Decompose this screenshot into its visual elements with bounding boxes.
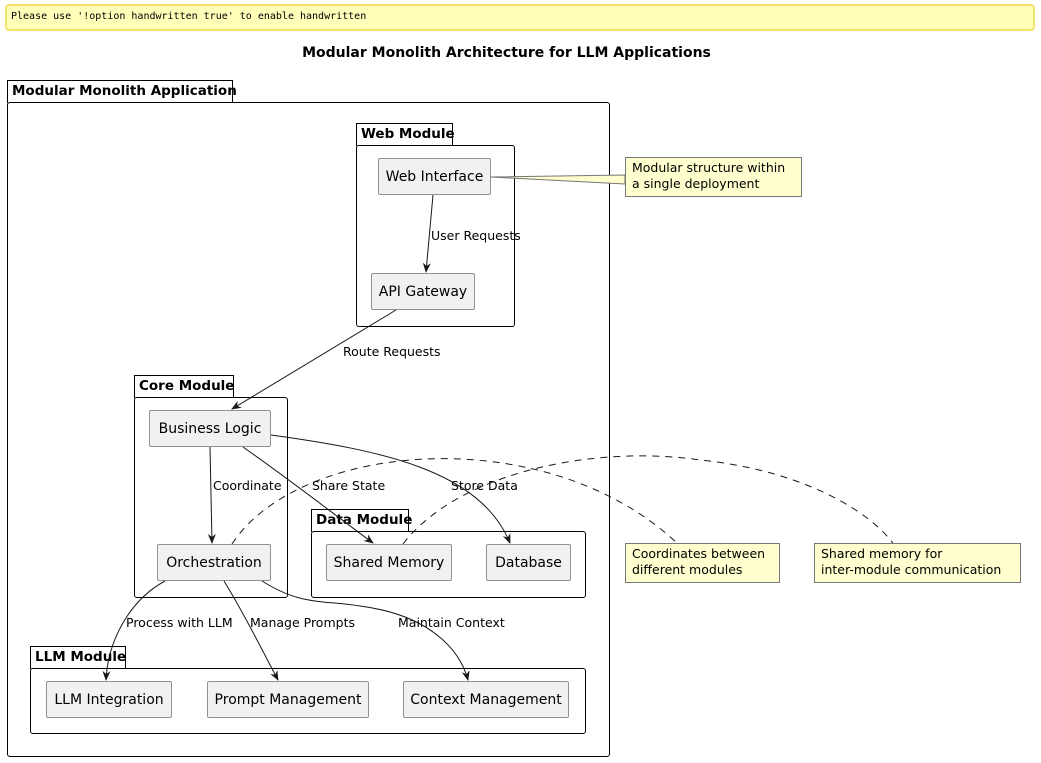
component-llm-integration: LLM Integration — [46, 681, 172, 718]
package-llm-label: LLM Module — [35, 649, 127, 665]
component-orchestration: Orchestration — [157, 544, 271, 581]
component-shared-memory: Shared Memory — [326, 544, 452, 581]
edge-store-data — [270, 434, 511, 544]
package-data-label: Data Module — [316, 512, 413, 528]
edge-label-user-requests: User Requests — [431, 228, 521, 243]
edge-label-route-requests: Route Requests — [343, 344, 441, 359]
note-shared-memory: Shared memory for inter-module communica… — [814, 543, 1021, 583]
edge-process-with-llm — [102, 580, 166, 681]
package-app-label: Modular Monolith Application — [12, 83, 237, 99]
package-llm-tab: LLM Module — [30, 646, 126, 669]
package-data-tab: Data Module — [311, 509, 413, 532]
component-prompt-management: Prompt Management — [207, 681, 369, 718]
component-database: Database — [486, 544, 571, 581]
package-core — [134, 397, 288, 598]
package-app — [7, 102, 610, 757]
package-data — [311, 531, 586, 598]
handwritten-warning: Please use '!option handwritten true' to… — [5, 4, 1035, 31]
package-core-label: Core Module — [139, 378, 235, 394]
package-web — [356, 145, 515, 327]
edge-label-share-state: Share State — [312, 478, 386, 493]
note-link-modular — [490, 174, 626, 185]
note-coordinates: Coordinates between different modules — [625, 543, 780, 583]
component-business-logic: Business Logic — [149, 410, 271, 447]
edge-label-manage-prompts: Manage Prompts — [250, 615, 355, 630]
edge-coordinate — [207, 446, 216, 544]
note-link-shared-memory — [402, 455, 896, 547]
edge-user-requests — [422, 194, 434, 273]
package-web-tab: Web Module — [356, 123, 455, 146]
edge-label-coordinate: Coordinate — [213, 478, 282, 493]
component-context-management: Context Management — [403, 681, 569, 718]
edge-route-requests — [231, 309, 397, 410]
diagram-title: Modular Monolith Architecture for LLM Ap… — [302, 45, 711, 61]
edge-label-process-with-llm: Process with LLM — [126, 615, 233, 630]
edge-share-state — [242, 446, 374, 544]
note-modular-structure: Modular structure within a single deploy… — [625, 157, 802, 197]
component-web-interface: Web Interface — [378, 158, 491, 195]
package-web-label: Web Module — [361, 126, 455, 142]
edge-label-maintain-context: Maintain Context — [398, 615, 505, 630]
component-api-gateway: API Gateway — [371, 273, 475, 310]
note-link-coordinates — [231, 458, 681, 547]
package-app-tab: Modular Monolith Application — [7, 80, 237, 103]
edge-maintain-context — [261, 580, 470, 681]
package-core-tab: Core Module — [134, 375, 234, 398]
package-llm — [30, 668, 586, 734]
edge-label-store-data: Store Data — [451, 478, 518, 493]
edge-manage-prompts — [223, 580, 279, 681]
